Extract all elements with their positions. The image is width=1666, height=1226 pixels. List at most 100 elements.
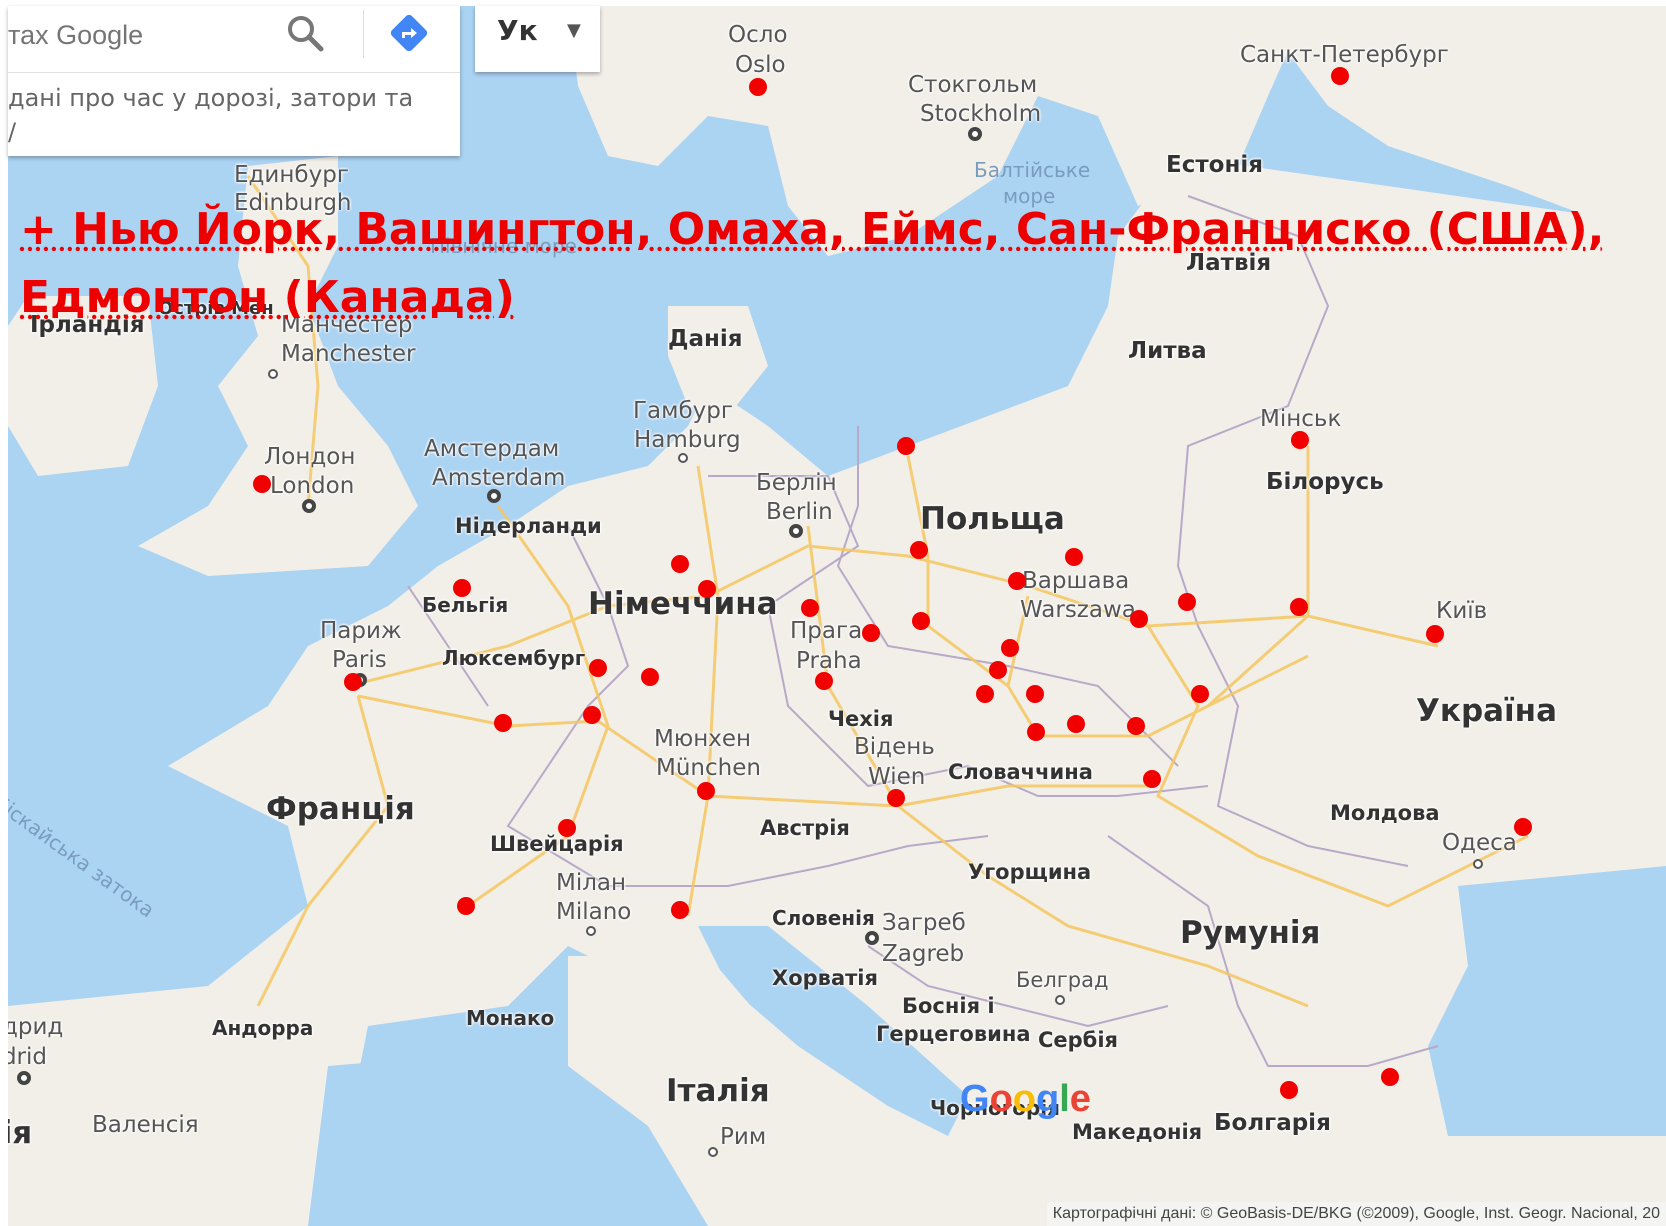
label-vienna-uk: Відень	[854, 734, 935, 760]
map-marker[interactable]	[1291, 431, 1309, 449]
label-bih-1: Боснія і	[902, 994, 995, 1018]
map-marker[interactable]	[1514, 818, 1532, 836]
map-marker[interactable]	[1008, 572, 1026, 590]
label-belarus: Білорусь	[1266, 469, 1384, 495]
label-montenegro: Чорногорія	[930, 1096, 1060, 1120]
capital-dot-berlin	[789, 524, 803, 538]
map-marker[interactable]	[698, 580, 716, 598]
label-italy: Італія	[666, 1073, 770, 1109]
label-zagreb: Zagreb	[882, 941, 965, 967]
map-canvas[interactable]: Осло Oslo Стокгольм Stockholm Санкт-Пете…	[8, 6, 1666, 1226]
search-panel: дані про час у дорозі, затори та /	[8, 6, 460, 156]
label-luxembourg: Люксембург	[442, 646, 586, 670]
search-icon[interactable]	[284, 12, 326, 54]
label-germany: Німеччина	[588, 586, 778, 622]
city-dot-odesa	[1473, 859, 1483, 869]
map-marker[interactable]	[344, 673, 362, 691]
cities-note-line-2: Едмонтон (Канада)	[20, 272, 515, 323]
map-marker[interactable]	[453, 579, 471, 597]
map-marker[interactable]	[1178, 593, 1196, 611]
map-marker[interactable]	[887, 789, 905, 807]
map-marker[interactable]	[801, 599, 819, 617]
map-marker[interactable]	[1143, 770, 1161, 788]
search-input[interactable]	[8, 6, 338, 64]
label-paris-uk: Париж	[320, 618, 402, 644]
map-marker[interactable]	[1065, 548, 1083, 566]
map-marker[interactable]	[1381, 1068, 1399, 1086]
map-marker[interactable]	[897, 437, 915, 455]
map-marker[interactable]	[1130, 610, 1148, 628]
label-warsaw-uk: Варшава	[1022, 568, 1130, 594]
language-selector[interactable]: Ук ▼	[475, 6, 600, 72]
capital-dot-amsterdam	[487, 489, 501, 503]
directions-icon[interactable]	[386, 10, 432, 56]
label-berlin-uk: Берлін	[756, 470, 837, 496]
map-marker[interactable]	[989, 661, 1007, 679]
map-marker[interactable]	[697, 782, 715, 800]
map-attribution[interactable]: Картографічні дані: © GeoBasis-DE/BKG (©…	[1046, 1202, 1666, 1226]
label-bulgaria: Болгарія	[1214, 1110, 1331, 1136]
label-belgium: Бельгія	[422, 593, 509, 617]
google-logo: Google	[960, 1078, 1091, 1120]
map-marker[interactable]	[589, 659, 607, 677]
label-ireland: Ірландія	[30, 312, 145, 338]
label-latvia: Латвія	[1186, 250, 1272, 276]
label-baltic-sea-2: море	[1003, 184, 1056, 208]
map-marker[interactable]	[558, 819, 576, 837]
label-ukraine: Україна	[1416, 693, 1558, 729]
map-marker[interactable]	[912, 612, 930, 630]
map-marker[interactable]	[862, 624, 880, 642]
map-marker[interactable]	[1290, 598, 1308, 616]
label-bih-2: Герцеговина	[876, 1022, 1031, 1046]
capital-dot-madrid	[17, 1071, 31, 1085]
map-marker[interactable]	[1280, 1081, 1298, 1099]
label-edinburgh-uk: Единбург	[234, 162, 349, 188]
traffic-info-text[interactable]: дані про час у дорозі, затори та	[8, 84, 414, 112]
label-berlin: Berlin	[766, 499, 833, 525]
label-london: London	[270, 473, 355, 499]
label-amsterdam: Amsterdam	[432, 465, 566, 491]
map-marker[interactable]	[1067, 715, 1085, 733]
city-dot-hamburg	[678, 453, 688, 463]
label-vienna: Wien	[868, 764, 926, 790]
label-estonia: Естонія	[1166, 152, 1264, 178]
label-milan: Milano	[556, 899, 632, 925]
label-isle-of-man: Острів Мен	[158, 298, 274, 319]
map-marker[interactable]	[494, 714, 512, 732]
map-marker[interactable]	[457, 897, 475, 915]
label-france: Франція	[266, 791, 415, 827]
map-marker[interactable]	[1001, 639, 1019, 657]
map-marker[interactable]	[253, 475, 271, 493]
city-dot-rome	[708, 1147, 718, 1157]
label-serbia: Сербія	[1038, 1028, 1119, 1052]
label-belgrade: Белград	[1016, 968, 1109, 992]
map-marker[interactable]	[976, 685, 994, 703]
traffic-info-text-continued[interactable]: /	[8, 118, 17, 146]
map-marker[interactable]	[1331, 67, 1349, 85]
map-marker[interactable]	[1127, 717, 1145, 735]
map-marker[interactable]	[583, 706, 601, 724]
label-romania: Румунія	[1180, 915, 1321, 951]
label-rome: Рим	[720, 1124, 767, 1150]
label-slovenia: Словенія	[772, 906, 875, 930]
label-czechia: Чехія	[828, 707, 894, 731]
label-lithuania: Литва	[1128, 338, 1207, 364]
map-marker[interactable]	[641, 668, 659, 686]
search-divider	[363, 10, 364, 58]
map-marker[interactable]	[1426, 625, 1444, 643]
map-marker[interactable]	[1026, 685, 1044, 703]
map-marker[interactable]	[671, 901, 689, 919]
map-marker[interactable]	[910, 541, 928, 559]
capital-dot-stockholm	[968, 127, 982, 141]
city-dot-belgrade	[1055, 995, 1065, 1005]
label-milan-uk: Мілан	[556, 870, 627, 896]
map-marker[interactable]	[815, 672, 833, 690]
label-slovakia: Словаччина	[948, 760, 1093, 784]
map-marker[interactable]	[749, 78, 767, 96]
map-marker[interactable]	[1191, 685, 1209, 703]
search-separator	[8, 72, 460, 73]
map-marker[interactable]	[1027, 723, 1045, 741]
label-paris: Paris	[332, 647, 387, 673]
map-marker[interactable]	[671, 555, 689, 573]
label-warsaw: Warszawa	[1020, 597, 1136, 623]
